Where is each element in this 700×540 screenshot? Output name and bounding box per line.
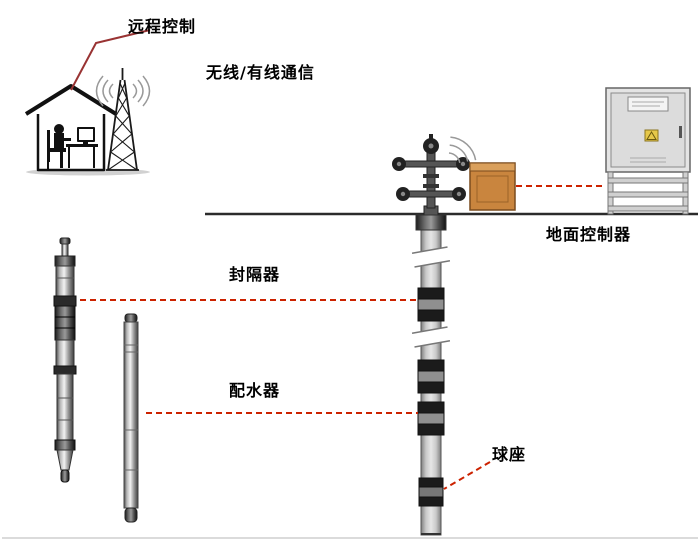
- water-distributor-segment: [417, 401, 445, 436]
- rtu-box-icon: [469, 162, 516, 211]
- label-remote-control: 远程控制: [128, 17, 197, 36]
- label-packer: 封隔器: [229, 265, 281, 284]
- downhole-packer-segments: [417, 287, 445, 507]
- label-ball-seat: 球座: [492, 445, 527, 464]
- cabinet-stand: [607, 171, 689, 215]
- valve-handwheel-icon: [392, 138, 470, 201]
- water-distributor-tool-icon: [123, 313, 139, 523]
- antenna-tower-icon: [106, 68, 139, 171]
- pipe-break-marks: [411, 246, 451, 348]
- wellhead-flange: [415, 214, 447, 231]
- label-ground-controller: 地面控制器: [546, 225, 632, 244]
- callout-line-ball-seat: [443, 461, 491, 490]
- radio-waves-tower-icon: [95, 75, 151, 107]
- label-water-distributor: 配水器: [229, 381, 281, 400]
- warning-sticker-icon: [644, 129, 659, 142]
- callout-line-remote-control: [70, 29, 151, 91]
- packer-segment: [417, 359, 445, 394]
- cabinet-handle: [679, 126, 682, 138]
- ground-controller-cabinet-icon: [605, 87, 691, 215]
- control-room-house-icon: [24, 84, 150, 176]
- ball-seat-segment: [418, 477, 444, 507]
- radio-waves-wellhead-icon: [448, 136, 477, 164]
- label-communication: 无线/有线通信: [206, 63, 315, 82]
- packer-tool-icon: [53, 237, 77, 483]
- operator-at-computer-icon: [47, 124, 98, 170]
- packer-segment: [417, 287, 445, 322]
- wellhead-valve-tree-icon: [392, 134, 470, 216]
